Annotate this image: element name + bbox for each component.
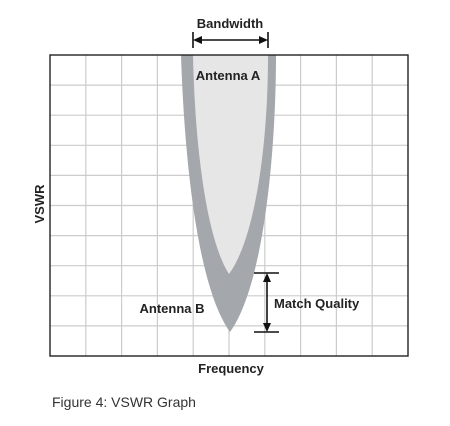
figure-caption: Figure 4: VSWR Graph: [52, 394, 196, 410]
bandwidth-arrowhead-right: [259, 36, 268, 44]
antenna-a-curve: [193, 55, 268, 274]
x-axis-label: Frequency: [198, 361, 265, 376]
bandwidth-arrowhead-left: [193, 36, 202, 44]
plot-frame: [49, 54, 409, 357]
y-axis-label: VSWR: [32, 184, 47, 224]
match-quality-label: Match Quality: [274, 296, 360, 311]
match-quality-arrowhead-bottom: [263, 323, 271, 332]
match-quality-arrowhead-top: [263, 273, 271, 282]
match-quality-annotation: [254, 272, 279, 333]
antenna-a-label: Antenna A: [196, 68, 261, 83]
bandwidth-annotation: [192, 32, 269, 48]
antenna-b-label: Antenna B: [140, 301, 205, 316]
bandwidth-label: Bandwidth: [197, 16, 263, 31]
